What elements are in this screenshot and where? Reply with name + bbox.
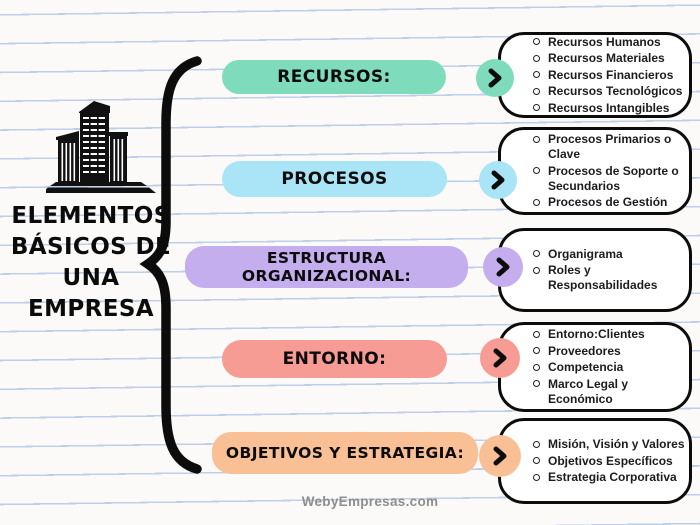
right-chevron-icon bbox=[496, 257, 510, 277]
right-chevron-icon bbox=[493, 446, 507, 466]
hollow-circle-bullet bbox=[533, 135, 540, 143]
list-item: Objetivos Específicos bbox=[533, 454, 685, 469]
list-item-text: Recursos Financieros bbox=[548, 67, 674, 82]
branch-pill-recursos: RECURSOS: bbox=[222, 60, 446, 94]
hollow-circle-bullet bbox=[533, 440, 540, 448]
hollow-circle-bullet bbox=[533, 330, 540, 338]
list-item: Marco Legal y Económico bbox=[533, 377, 675, 407]
list-item: Misión, Visión y Valores bbox=[533, 437, 685, 452]
hollow-circle-bullet bbox=[533, 457, 540, 464]
hollow-circle-bullet bbox=[533, 54, 540, 62]
hollow-circle-bullet bbox=[533, 347, 540, 355]
list-item-text: Entorno:Clientes bbox=[548, 327, 645, 342]
branch-pill-objetivos-y-estrategia: OBJETIVOS Y ESTRATEGIA: bbox=[212, 432, 478, 474]
page-title: ELEMENTOS BÁSICOS DE UNA EMPRESA bbox=[0, 201, 182, 325]
list-item: Organigrama bbox=[533, 247, 683, 262]
list-item-text: Procesos de Soporte o Secundarios bbox=[548, 163, 679, 193]
list-item: Recursos Materiales bbox=[533, 51, 683, 66]
branch-label: PROCESOS bbox=[281, 169, 388, 189]
list-item: Competencia bbox=[533, 360, 675, 375]
list-item-text: Recursos Tecnológicos bbox=[548, 84, 683, 98]
chevron-badge-procesos bbox=[479, 161, 517, 199]
hollow-circle-bullet bbox=[533, 87, 540, 95]
chevron-badge-estructura-organizacional bbox=[483, 247, 523, 287]
list-item-text: Estrategia Corporativa bbox=[548, 470, 677, 484]
list-item-text: Recursos Intangibles bbox=[548, 100, 670, 115]
hollow-circle-bullet bbox=[533, 473, 540, 481]
branch-label: ENTORNO: bbox=[282, 349, 387, 369]
branch-pill-estructura-organizacional: ESTRUCTURA ORGANIZACIONAL: bbox=[185, 246, 468, 288]
list-item-text: Misión, Visión y Valores bbox=[548, 437, 685, 451]
list-item: Recursos Financieros bbox=[533, 68, 683, 83]
list-item: Procesos de Soporte o Secundarios bbox=[533, 164, 683, 194]
list-item-text: Roles y Responsabilidades bbox=[548, 263, 658, 293]
list-item-text: Marco Legal y Económico bbox=[548, 376, 629, 406]
branch-label: RECURSOS: bbox=[277, 67, 391, 87]
list-item-text: Procesos de Gestión bbox=[548, 195, 668, 209]
branch-label: OBJETIVOS Y ESTRATEGIA: bbox=[225, 444, 465, 462]
office-buildings-icon bbox=[46, 101, 156, 193]
list-item: Recursos Tecnológicos bbox=[533, 84, 683, 99]
list-item: Procesos Primarios o Clave bbox=[533, 132, 683, 162]
hollow-circle-bullet bbox=[533, 250, 540, 258]
list-item-text: Procesos Primarios o Clave bbox=[548, 132, 672, 161]
list-item: Recursos Humanos bbox=[533, 35, 683, 50]
site-credit: WebyEmpresas.com bbox=[301, 494, 439, 509]
hollow-circle-bullet bbox=[533, 380, 540, 388]
hollow-circle-bullet bbox=[533, 363, 540, 371]
list-item-text: Objetivos Específicos bbox=[548, 453, 673, 468]
list-item: Recursos Intangibles bbox=[533, 101, 683, 116]
title-line-2: BÁSICOS DE bbox=[10, 234, 172, 260]
title-line-1: ELEMENTOS bbox=[11, 203, 171, 229]
list-item: Estrategia Corporativa bbox=[533, 470, 685, 485]
chevron-badge-recursos bbox=[476, 59, 514, 97]
list-item: Roles y Responsabilidades bbox=[533, 263, 683, 293]
title-line-3: UNA EMPRESA bbox=[27, 265, 155, 322]
list-item-text: Organigrama bbox=[548, 246, 623, 261]
hollow-circle-bullet bbox=[533, 266, 540, 274]
right-chevron-icon bbox=[491, 170, 505, 190]
list-item: Entorno:Clientes bbox=[533, 327, 675, 342]
list-item-text: Competencia bbox=[548, 360, 624, 375]
branch-pill-procesos: PROCESOS bbox=[222, 161, 447, 197]
right-chevron-icon bbox=[493, 348, 507, 368]
list-item: Proveedores bbox=[533, 344, 675, 359]
list-item: Procesos de Gestión bbox=[533, 195, 683, 210]
list-item-text: Recursos Humanos bbox=[548, 34, 661, 49]
hollow-circle-bullet bbox=[533, 104, 540, 111]
chevron-badge-entorno bbox=[480, 338, 520, 378]
hollow-circle-bullet bbox=[533, 71, 540, 78]
list-item-text: Proveedores bbox=[548, 343, 621, 358]
right-chevron-icon bbox=[488, 68, 502, 88]
branch-label: ESTRUCTURA ORGANIZACIONAL: bbox=[241, 249, 412, 285]
hollow-circle-bullet bbox=[533, 167, 540, 174]
hollow-circle-bullet bbox=[533, 38, 540, 45]
chevron-badge-objetivos-y-estrategia bbox=[479, 435, 521, 477]
hollow-circle-bullet bbox=[533, 198, 540, 206]
branch-pill-entorno: ENTORNO: bbox=[222, 340, 447, 378]
list-item-text: Recursos Materiales bbox=[548, 51, 665, 65]
